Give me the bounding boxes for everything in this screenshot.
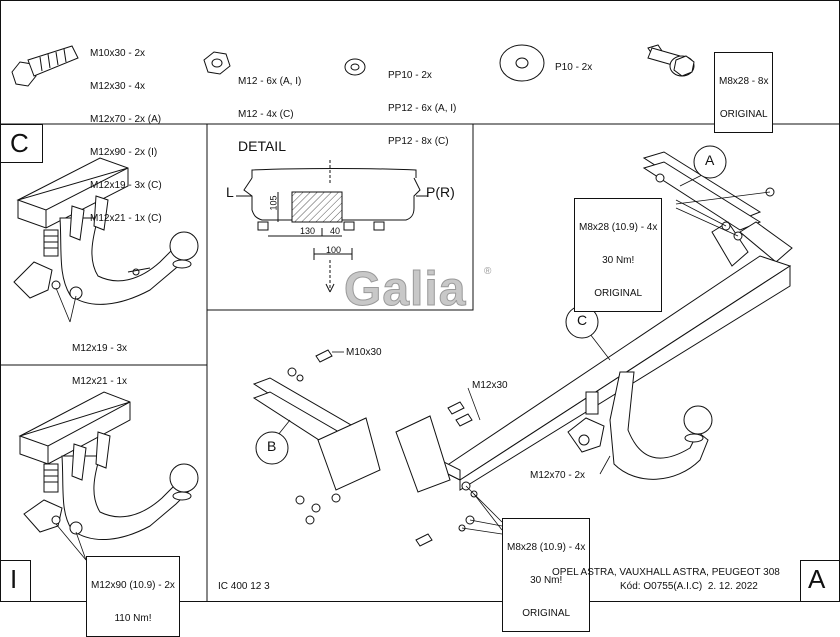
main-leaders xyxy=(273,173,771,535)
flange-bolt-size: M8x28 - 8x xyxy=(719,76,769,87)
washer-size: PP12 - 8x (C) xyxy=(388,136,449,147)
panel-i-torque: 110 Nm! xyxy=(114,613,152,624)
panel-c-bolt-list: M12x19 - 3x M12x21 - 1x xyxy=(72,321,127,398)
callout-c: C xyxy=(577,312,588,328)
plate-washer-size: P10 - 2x xyxy=(555,62,593,73)
panel-c-letter: C xyxy=(10,128,29,158)
detail-dim-105: 105 xyxy=(268,195,279,211)
bottom-torque-note: ORIGINAL xyxy=(522,608,571,619)
main-fasteners xyxy=(287,173,775,547)
flange-bolt-icon xyxy=(647,44,695,77)
detail-dim-40: 40 xyxy=(330,226,341,236)
callout-b: B xyxy=(267,438,277,454)
hex-nut-icon xyxy=(203,51,231,75)
bolt-size: M12x19 - 3x (C) xyxy=(90,180,162,191)
nut-size: M12 - 4x (C) xyxy=(238,109,294,120)
nut-size: M12 - 6x (A, I) xyxy=(238,76,302,87)
bolt-size: M12x30 - 4x xyxy=(90,81,146,92)
bolt-size: M12x70 - 2x (A) xyxy=(90,114,162,125)
registered-mark: ® xyxy=(484,266,492,277)
flange-bolt-box: M8x28 - 8x ORIGINAL xyxy=(714,52,774,133)
panel-i-bolt: M12x90 (10.9) - 2x xyxy=(91,580,175,591)
panel-i-drawing xyxy=(18,391,199,541)
label-m12x70: M12x70 - 2x xyxy=(530,470,586,481)
bolt-size: M12x90 - 2x (I) xyxy=(90,147,158,158)
bolt-size: M12x21 - 1x (C) xyxy=(90,213,162,224)
vehicle-list: OPEL ASTRA, VAUXHALL ASTRA, PEUGEOT 308 xyxy=(552,567,780,578)
detail-frame xyxy=(206,123,474,311)
panel-c-leaders xyxy=(55,287,77,323)
bolt-size: M10x30 - 2x xyxy=(90,48,146,59)
top-torque-bolt: M8x28 (10.9) - 4x xyxy=(579,222,658,233)
detail-dim-130: 130 xyxy=(300,226,316,236)
callout-circles xyxy=(255,145,727,465)
panel-c-drawing xyxy=(13,157,199,305)
bottom-torque-value: 30 Nm! xyxy=(530,575,563,586)
bottom-torque-bolt: M8x28 (10.9) - 4x xyxy=(507,542,586,553)
main-assembly xyxy=(252,151,793,493)
spring-washer-icon xyxy=(344,58,366,76)
panel-c-bolt: M12x21 - 1x xyxy=(72,376,128,387)
c-letter-box xyxy=(0,124,43,163)
top-torque-note: ORIGINAL xyxy=(594,288,643,299)
label-m12x30: M12x30 xyxy=(472,380,508,391)
top-torque-value: 30 Nm! xyxy=(602,255,635,266)
detail-title: DETAIL xyxy=(238,138,286,154)
galia-logo: Galia xyxy=(343,263,467,317)
line-art xyxy=(0,0,840,602)
doc-number: IC 400 12 3 xyxy=(218,581,270,592)
panel-i-leaders xyxy=(55,523,87,561)
flange-bolt-note: ORIGINAL xyxy=(719,109,768,120)
hex-bolt-icon xyxy=(11,45,79,87)
code-line: Kód: O0755(A.I.C) 2. 12. 2022 xyxy=(620,581,758,592)
detail-left-label: L xyxy=(226,184,234,200)
panel-c-bolt: M12x19 - 3x xyxy=(72,343,128,354)
label-m10x30: M10x30 xyxy=(346,347,382,358)
detail-drawing xyxy=(236,160,428,293)
washer-size: PP10 - 2x xyxy=(388,70,432,81)
nut-size-list: M12 - 6x (A, I) M12 - 4x (C) xyxy=(238,54,301,131)
plate-washer-icon xyxy=(499,44,545,82)
washer-size-list: PP10 - 2x PP12 - 6x (A, I) PP12 - 8x (C) xyxy=(388,48,456,158)
panel-i-torque-box: M12x90 (10.9) - 2x 110 Nm! xyxy=(86,556,180,637)
detail-dim-100: 100 xyxy=(326,245,342,255)
top-torque-box: M8x28 (10.9) - 4x 30 Nm! ORIGINAL xyxy=(574,198,663,312)
detail-right-label: P(R) xyxy=(426,184,455,200)
panel-a-letter: A xyxy=(808,564,826,594)
panel-i-letter: I xyxy=(10,564,18,594)
bolt-size-list: M10x30 - 2x M12x30 - 4x M12x70 - 2x (A) … xyxy=(90,26,162,235)
callout-a: A xyxy=(705,152,715,168)
washer-size: PP12 - 6x (A, I) xyxy=(388,103,457,114)
